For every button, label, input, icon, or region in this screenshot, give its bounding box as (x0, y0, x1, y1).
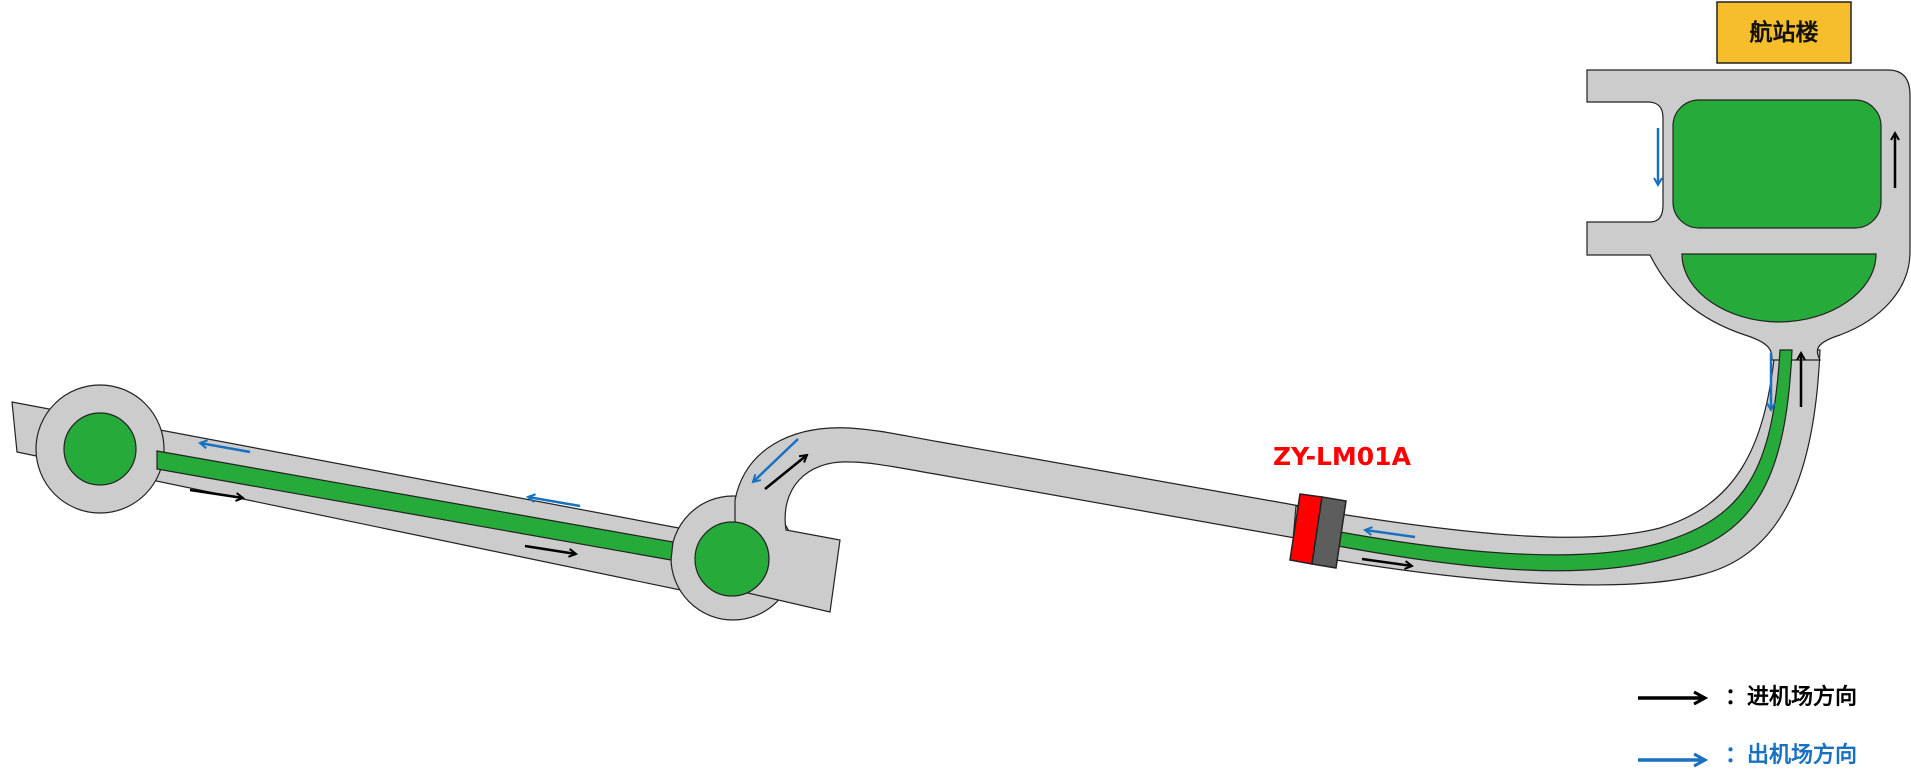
outbound-arrow (528, 497, 581, 508)
device-label: ZY-LM01A (1273, 442, 1412, 471)
inbound-arrow (1361, 557, 1412, 566)
connector-road (734, 427, 1301, 613)
direction-arrows (189, 128, 1895, 566)
inbound-arrow (524, 544, 576, 554)
left-median-strip (156, 450, 674, 561)
outbound-arrow (1365, 530, 1416, 539)
legend-outbound-label: ：出机场方向 (1725, 742, 1857, 768)
terminal-island-lower (1681, 253, 1877, 323)
terminal-label: 航站楼 (1750, 19, 1819, 46)
legend-inbound-label: ：进机场方向 (1725, 684, 1857, 710)
left-roundabout-island (63, 412, 137, 486)
outbound-arrow (200, 443, 251, 454)
terminal-island-upper (1672, 99, 1882, 229)
terminal-building: 航站楼 (1716, 1, 1852, 64)
middle-roundabout-island (694, 521, 770, 597)
terminal-approach-median (1337, 349, 1793, 572)
inbound-arrow (189, 488, 243, 498)
outbound-arrow (753, 438, 799, 482)
terminal-box (1716, 1, 1852, 64)
inbound-arrow (764, 455, 807, 490)
device-back-block (1311, 496, 1347, 569)
road-surface (11, 69, 1911, 621)
green-areas (63, 99, 1882, 597)
legend: ：进机场方向 ：出机场方向 (1638, 684, 1857, 768)
device-barrier[interactable] (1289, 493, 1347, 569)
